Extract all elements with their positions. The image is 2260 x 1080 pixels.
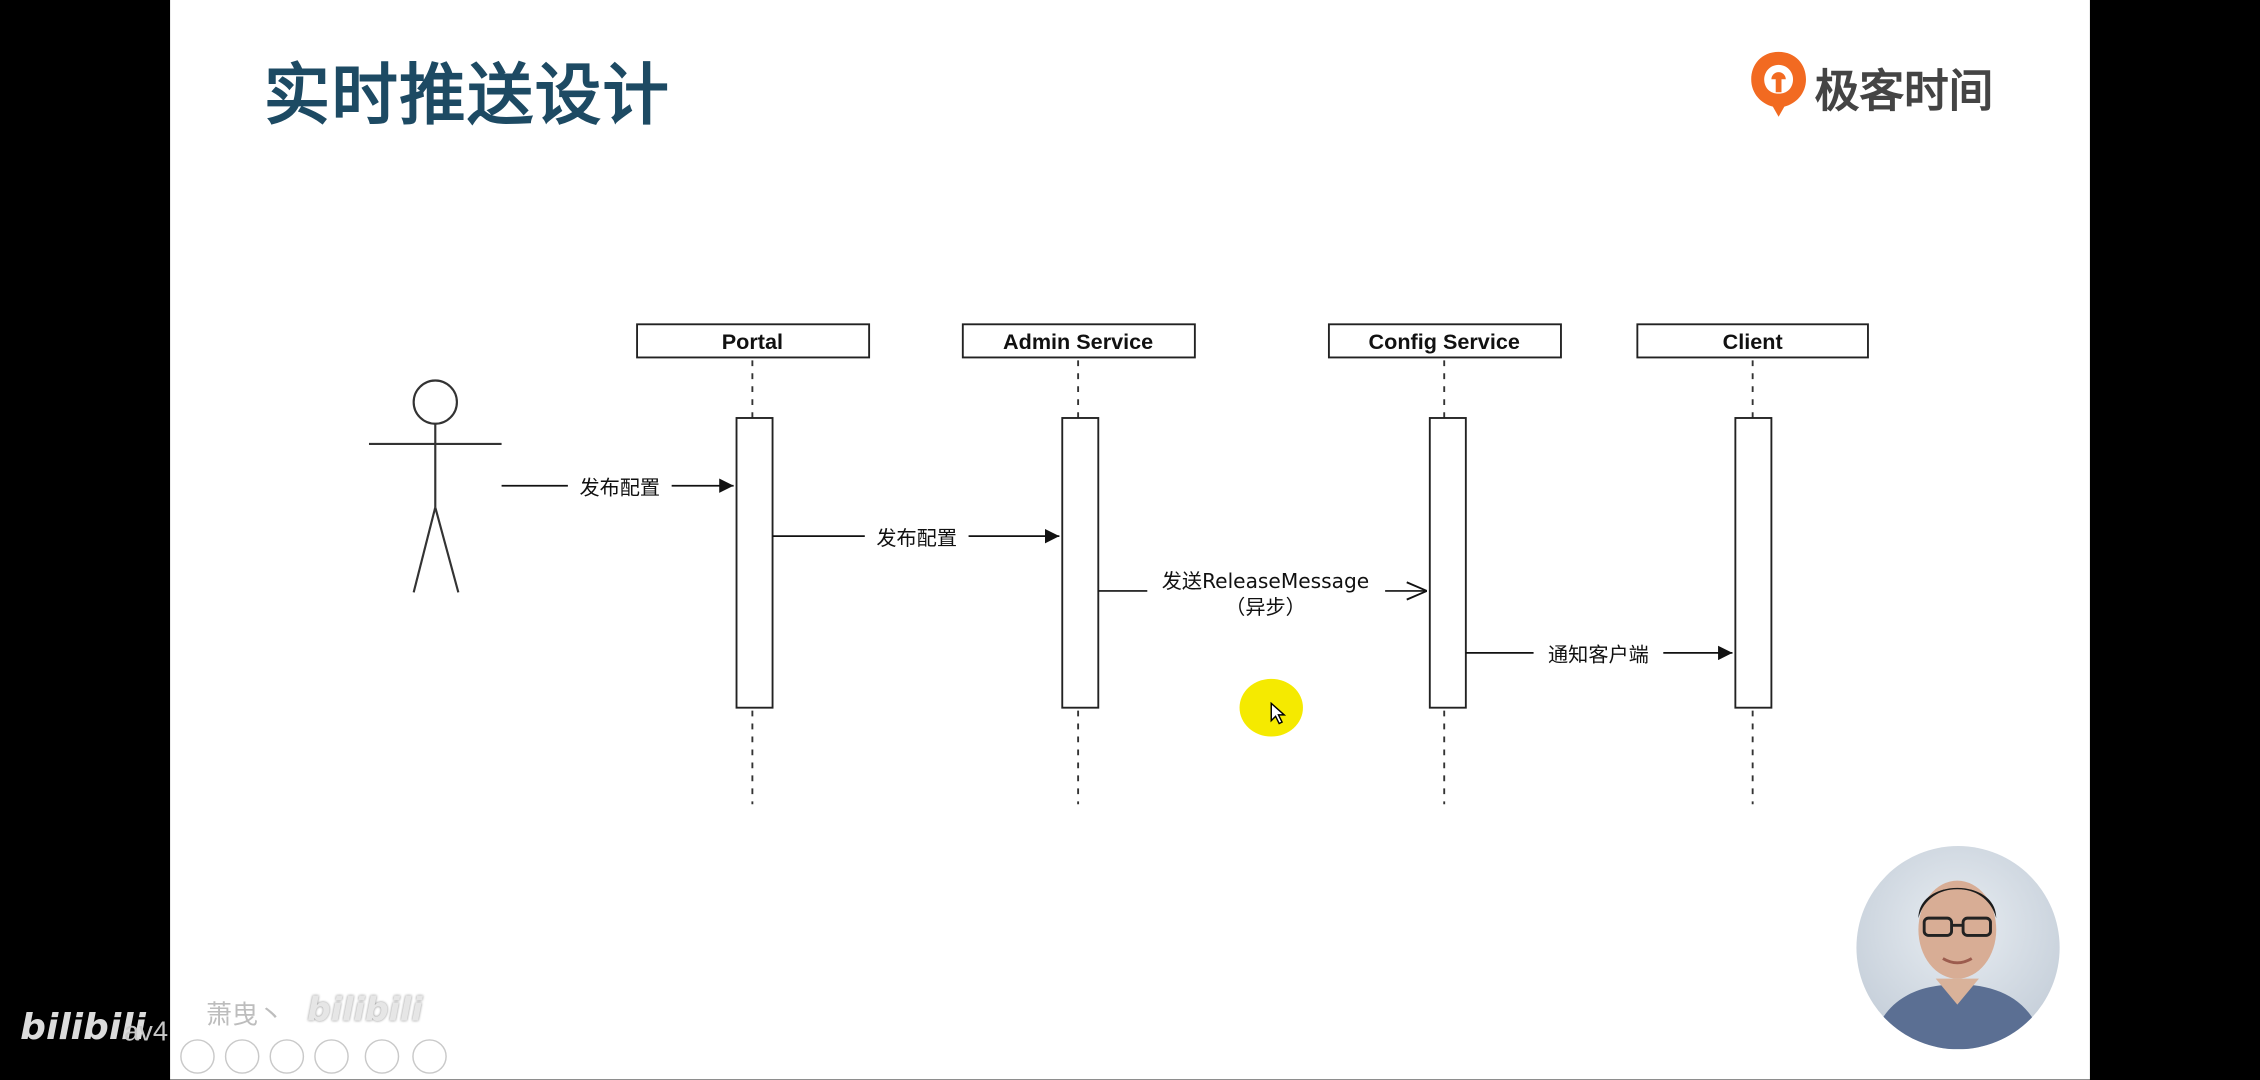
participant-client: Client <box>1636 323 1869 359</box>
search-icon[interactable] <box>364 1039 400 1074</box>
bilibili-watermark-2: bilibili <box>307 991 423 1030</box>
edit-icon[interactable] <box>269 1039 305 1074</box>
message-2: 发布配置 <box>772 521 1060 551</box>
participant-config-service: Config Service <box>1327 323 1562 359</box>
av-watermark: av4 <box>123 1017 169 1048</box>
participant-portal: Portal <box>636 323 871 359</box>
participant-label: Admin Service <box>1003 329 1153 354</box>
participant-label: Portal <box>722 329 783 354</box>
more-icon[interactable] <box>412 1039 447 1074</box>
uploader-watermark: 萧曳丶 <box>206 1000 284 1031</box>
bilibili-watermark: bilibili <box>20 1006 146 1048</box>
participant-label: Config Service <box>1369 329 1520 354</box>
message-label: 发送ReleaseMessage <box>1162 569 1369 593</box>
message-label: 发布配置 <box>876 526 957 550</box>
play-icon[interactable] <box>224 1039 260 1074</box>
slide-title: 实时推送设计 <box>263 56 671 135</box>
copy-icon[interactable] <box>314 1039 349 1074</box>
geektime-logo-icon <box>1751 51 1806 117</box>
participant-admin-service: Admin Service <box>961 323 1196 359</box>
player-controls <box>173 1035 461 1078</box>
message-label: 发布配置 <box>579 475 660 499</box>
user-stick-figure-icon <box>368 379 502 593</box>
message-sublabel: （异步） <box>1225 595 1306 619</box>
message-label: 通知客户端 <box>1548 643 1649 667</box>
message-4: 通知客户端 <box>1465 638 1733 668</box>
presenter-video <box>1856 846 2060 1050</box>
activation-admin-service <box>1061 417 1100 709</box>
presenter-avatar <box>1870 880 2046 1050</box>
brand-name: 极客时间 <box>1814 66 1994 119</box>
message-1: 发布配置 <box>501 471 734 501</box>
activation-client <box>1734 417 1773 709</box>
participant-label: Client <box>1723 329 1783 354</box>
back-icon[interactable] <box>180 1039 215 1074</box>
mouse-cursor-icon <box>1270 701 1287 725</box>
message-3: 发送ReleaseMessage （异步） <box>1098 566 1427 625</box>
activation-portal <box>735 417 774 709</box>
activation-config-service <box>1428 417 1467 709</box>
activation-bars <box>735 417 1773 709</box>
